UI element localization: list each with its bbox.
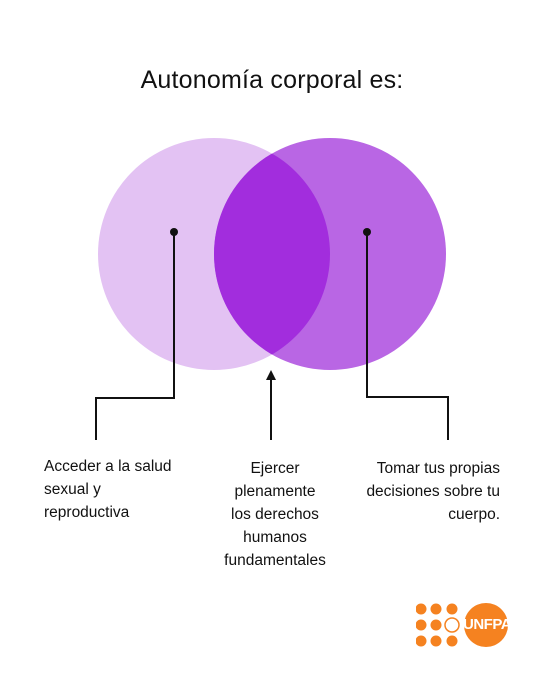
logo-dot <box>446 603 458 615</box>
label-line: cuerpo. <box>448 506 500 523</box>
label-line: Acceder a la salud <box>44 458 172 475</box>
label-line: fundamentales <box>224 552 326 569</box>
un-emblem-icon <box>444 617 460 633</box>
logo-text: UNFPA <box>463 616 512 633</box>
logo-dot <box>416 635 427 647</box>
right-connector <box>363 228 449 440</box>
label-sexual-reproductive-health: Acceder a la salud sexual y reproductiva <box>44 455 214 524</box>
label-line: Ejercer <box>250 460 300 477</box>
left-connector <box>95 228 178 440</box>
logo-dot <box>416 619 427 631</box>
logo-badge <box>464 603 508 647</box>
dot-grid-icon <box>416 603 458 647</box>
label-line: decisiones sobre tu <box>366 483 500 500</box>
logo-dot <box>430 603 442 615</box>
unfpa-logo <box>416 603 508 647</box>
logo-dot <box>446 635 458 647</box>
label-human-rights: Ejercer plenamente los derechos humanos … <box>200 457 350 572</box>
intersection-region <box>214 138 330 370</box>
label-line: Tomar tus propias <box>376 460 500 477</box>
label-line: sexual y <box>44 481 101 498</box>
logo-dot <box>430 619 442 631</box>
label-line: los derechos <box>231 506 319 523</box>
logo-dot <box>416 603 427 615</box>
label-own-decisions: Tomar tus propias decisiones sobre tu cu… <box>330 457 500 526</box>
logo-dot <box>430 635 442 647</box>
label-line: reproductiva <box>44 504 130 521</box>
center-arrow <box>266 370 276 440</box>
diagram-title: Autonomía corporal es: <box>140 66 404 94</box>
label-line: humanos <box>243 529 307 546</box>
label-line: plenamente <box>234 483 316 500</box>
